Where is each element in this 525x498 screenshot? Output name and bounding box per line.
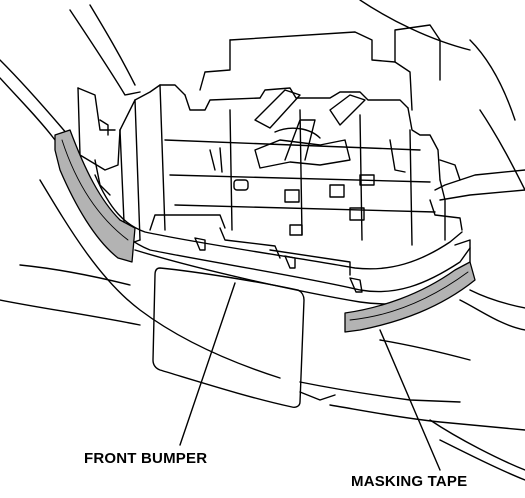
hood-outline (0, 0, 525, 191)
masking-tape-leader (379, 329, 441, 471)
license-plate-recess (152, 267, 305, 408)
masking-tape-left (54, 129, 136, 263)
front-bumper-body (0, 174, 525, 481)
masking-tape-label: MASKING TAPE (351, 473, 468, 490)
front-bumper-label: FRONT BUMPER (84, 450, 208, 467)
engine-radiator-assembly (119, 24, 446, 246)
masking-tape-right (344, 239, 476, 333)
callout-leaders (179, 282, 441, 471)
front-bumper-leader (179, 282, 236, 446)
right-fender-bracket (429, 159, 525, 231)
